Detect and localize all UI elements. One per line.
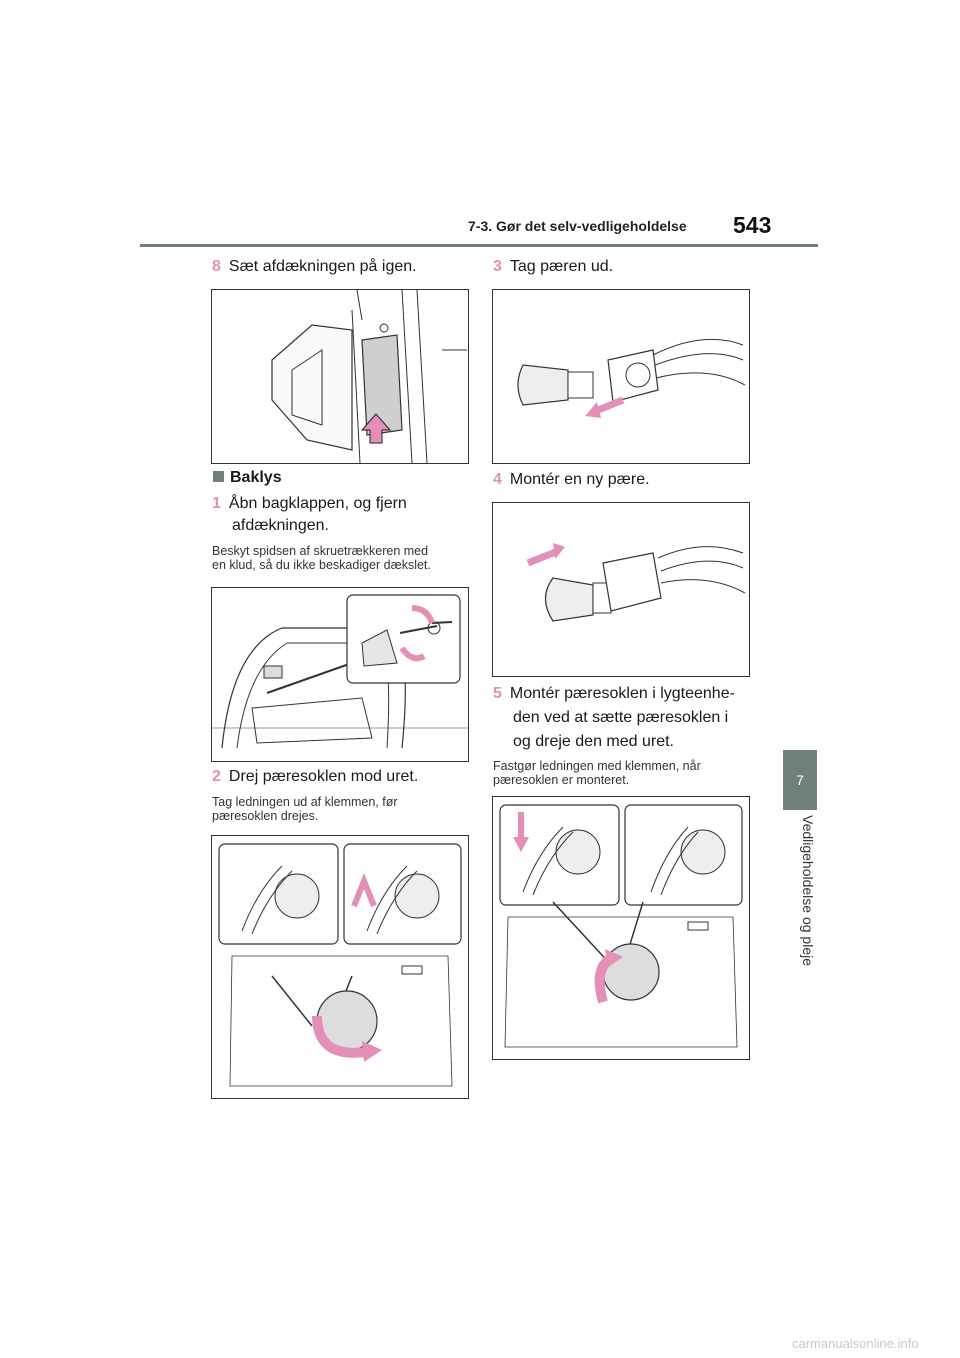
figure-cover-reinstall (211, 289, 469, 464)
step-text: Sæt afdækningen på igen. (228, 258, 417, 275)
step-8: 8 Sæt afdækningen på igen. (212, 255, 417, 279)
step-text-line1: Montér pæresoklen i lygteenhe- (509, 685, 735, 702)
header-divider (140, 244, 818, 247)
step-2: 2 Drej pæresoklen mod uret. (212, 765, 418, 789)
step-1: 1 Åbn bagklappen, og fjern (212, 492, 407, 516)
chapter-tab: 7 (783, 750, 817, 810)
turn-socket-ccw-illustration (218, 843, 462, 1087)
figure-install-socket-cw (492, 796, 750, 1060)
step-text: Drej pæresoklen mod uret. (228, 768, 419, 785)
note-2-line2: pæresoklen drejes. (212, 809, 319, 823)
section-title: 7-3. Gør det selv-vedligeholdelse (468, 218, 687, 234)
note-1-line1: Beskyt spidsen af skruetrækkeren med (212, 544, 429, 558)
figure-remove-bulb (492, 289, 750, 464)
figure-turn-socket-ccw (211, 835, 469, 1099)
figure-open-tailgate (211, 587, 469, 762)
install-bulb-illustration (526, 543, 746, 622)
step-text: Tag pæren ud. (509, 258, 614, 275)
cover-reinstall-illustration (271, 290, 467, 463)
figure-install-bulb (492, 502, 750, 677)
heading-text: Baklys (230, 469, 282, 486)
step-number: 4 (493, 471, 502, 488)
watermark-footer: carmanualsonline.info (792, 1336, 919, 1351)
step-number: 5 (493, 685, 502, 702)
square-bullet-icon (213, 471, 224, 482)
open-tailgate-illustration (212, 594, 468, 749)
section-heading: Baklys (213, 469, 282, 487)
step-5: 5 Montér pæresoklen i lygteenhe- (493, 682, 735, 706)
step-text-line1: Åbn bagklappen, og fjern (228, 495, 407, 512)
step-number: 2 (212, 768, 221, 785)
step-5-line2: den ved at sætte pæresoklen i (513, 709, 729, 726)
remove-bulb-illustration (517, 338, 746, 418)
step-3: 3 Tag pæren ud. (493, 255, 613, 279)
step-1-line2: afdækningen. (232, 517, 329, 534)
step-4: 4 Montér en ny pære. (493, 468, 650, 492)
step-number: 8 (212, 258, 221, 275)
step-number: 1 (212, 495, 221, 512)
note-1-line2: en klud, så du ikke beskadiger dækslet. (212, 558, 431, 572)
step-5-line3: og dreje den med uret. (513, 733, 674, 750)
note-2-line1: Tag ledningen ud af klemmen, før (212, 795, 398, 809)
install-socket-cw-illustration (499, 804, 743, 1048)
note-5-line2: pæresoklen er monteret. (493, 773, 630, 787)
step-text: Montér en ny pære. (509, 471, 650, 488)
chapter-title: Vedligeholdelse og pleje (800, 815, 816, 967)
step-number: 3 (493, 258, 502, 275)
page-number: 543 (733, 212, 772, 238)
note-5-line1: Fastgør ledningen med klemmen, når (493, 759, 701, 773)
